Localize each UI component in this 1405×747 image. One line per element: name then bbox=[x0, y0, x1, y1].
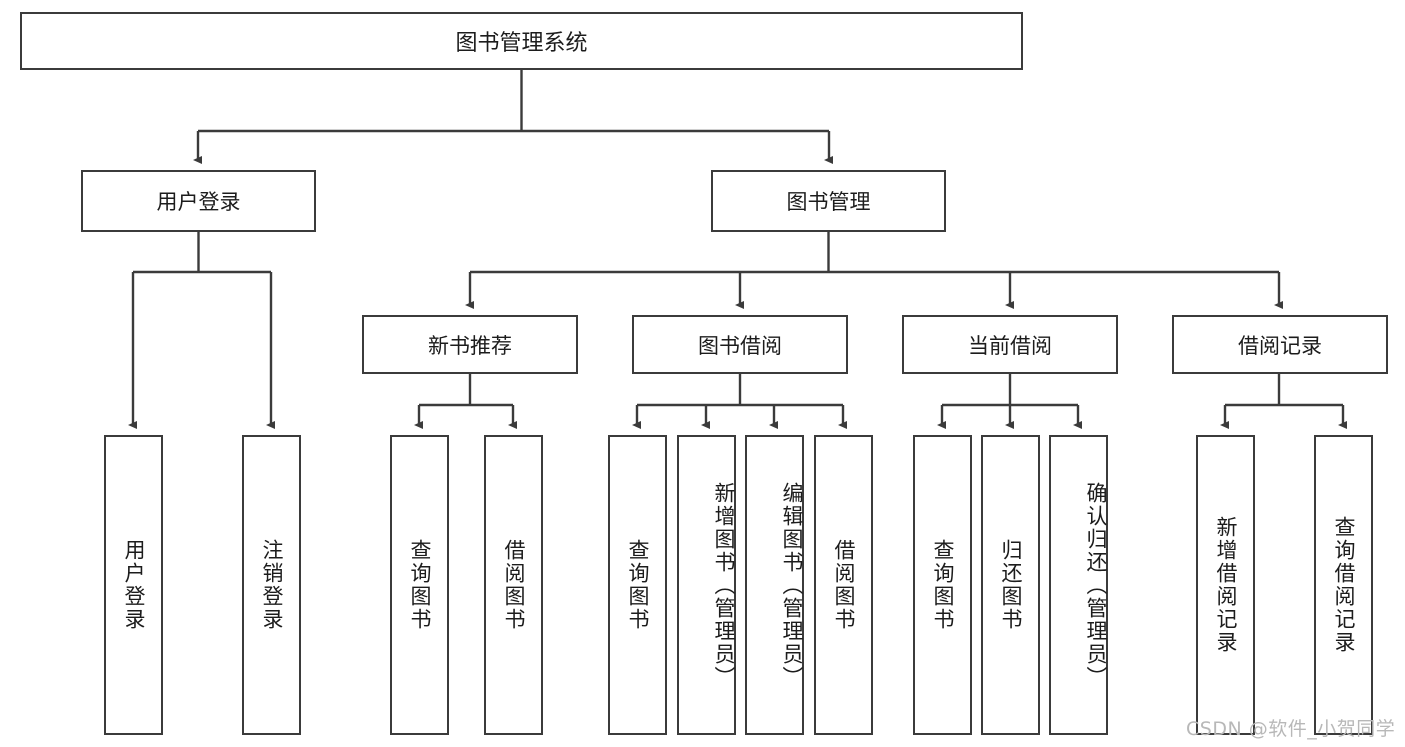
node-book-borrow[interactable]: 图书借阅 bbox=[632, 315, 848, 374]
leaf-user-login-logout[interactable]: 注销登录 bbox=[242, 435, 301, 735]
node-label: 查询借阅记录 bbox=[1332, 516, 1356, 654]
leaf-new-book-query[interactable]: 查询图书 bbox=[390, 435, 449, 735]
leaf-borrow-query-book[interactable]: 查询图书 bbox=[608, 435, 667, 735]
node-label: 图书借阅 bbox=[698, 333, 782, 358]
node-label: 借阅记录 bbox=[1238, 333, 1322, 358]
node-label: 新书推荐 bbox=[428, 333, 512, 358]
leaf-current-confirm-return[interactable]: 确认归还（管理员） bbox=[1049, 435, 1108, 735]
node-label: 图书管理 bbox=[786, 190, 871, 214]
node-book-management[interactable]: 图书管理 bbox=[711, 170, 946, 232]
node-label: 图书管理系统 bbox=[455, 31, 588, 56]
node-label: 当前借阅 bbox=[968, 333, 1052, 358]
node-borrow-record[interactable]: 借阅记录 bbox=[1172, 315, 1388, 374]
node-label: 新增图书（管理员） bbox=[712, 481, 736, 689]
node-current-borrow[interactable]: 当前借阅 bbox=[902, 315, 1118, 374]
node-label: 借阅图书 bbox=[832, 539, 856, 631]
node-label: 用户登录 bbox=[122, 539, 146, 631]
leaf-current-return-book[interactable]: 归还图书 bbox=[981, 435, 1040, 735]
leaf-user-login-login[interactable]: 用户登录 bbox=[104, 435, 163, 735]
leaf-current-query-book[interactable]: 查询图书 bbox=[913, 435, 972, 735]
node-label: 查询图书 bbox=[931, 539, 955, 631]
leaf-borrow-borrow-book[interactable]: 借阅图书 bbox=[814, 435, 873, 735]
node-user-login[interactable]: 用户登录 bbox=[81, 170, 316, 232]
node-label: 用户登录 bbox=[156, 190, 241, 214]
node-label: 归还图书 bbox=[999, 539, 1023, 631]
node-label: 确认归还（管理员） bbox=[1084, 481, 1108, 689]
node-new-book-recommend[interactable]: 新书推荐 bbox=[362, 315, 578, 374]
node-label: 查询图书 bbox=[408, 539, 432, 631]
node-label: 新增借阅记录 bbox=[1214, 516, 1238, 654]
node-label: 注销登录 bbox=[260, 539, 284, 631]
node-label: 查询图书 bbox=[626, 539, 650, 631]
leaf-borrow-edit-book[interactable]: 编辑图书（管理员） bbox=[745, 435, 804, 735]
node-label: 借阅图书 bbox=[502, 539, 526, 631]
leaf-borrow-add-book[interactable]: 新增图书（管理员） bbox=[677, 435, 736, 735]
watermark: CSDN @软件_小贺同学 bbox=[1186, 718, 1396, 740]
leaf-record-add[interactable]: 新增借阅记录 bbox=[1196, 435, 1255, 735]
leaf-record-query[interactable]: 查询借阅记录 bbox=[1314, 435, 1373, 735]
node-root-system[interactable]: 图书管理系统 bbox=[20, 12, 1023, 70]
node-label: 编辑图书（管理员） bbox=[780, 481, 804, 689]
leaf-new-book-borrow[interactable]: 借阅图书 bbox=[484, 435, 543, 735]
